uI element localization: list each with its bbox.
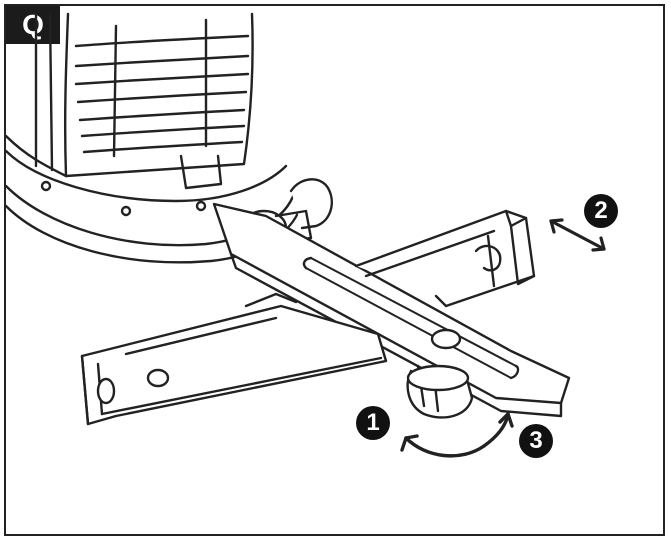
curved-arrow-step1 <box>400 434 486 458</box>
double-arrow-step2 <box>549 218 606 252</box>
figure-frame: Q <box>4 4 665 536</box>
lock-knob <box>406 364 474 419</box>
router-motor-housing <box>6 12 254 178</box>
edge-fence <box>80 209 536 426</box>
step-2-callout: 2 <box>584 194 618 228</box>
curved-arrow-step3 <box>482 412 514 448</box>
step-1-callout: 1 <box>356 406 390 440</box>
guide-bar <box>212 202 571 418</box>
router-edge-guide-illustration <box>6 12 606 458</box>
step-3-callout: 3 <box>519 424 553 458</box>
